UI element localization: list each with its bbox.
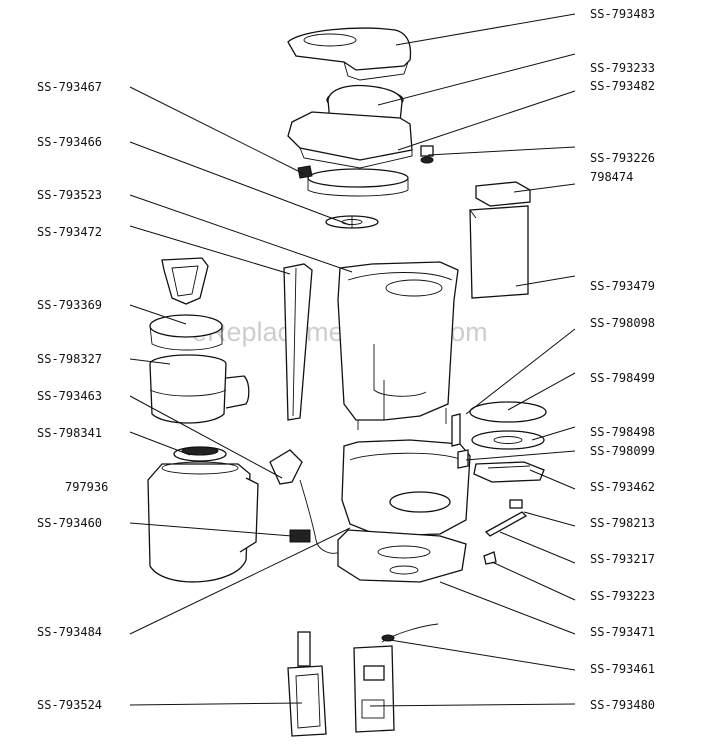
part-label: 798474	[590, 170, 633, 184]
part-label: SS-793479	[590, 279, 655, 293]
part-label: SS-793480	[590, 698, 655, 712]
part-label: SS-793369	[37, 298, 102, 312]
hot-plate-rings	[469, 401, 547, 483]
part-labels: SS-793483 SS-793233 SS-793482 SS-793467 …	[37, 7, 655, 712]
part-label: SS-798098	[590, 316, 655, 330]
part-label: SS-798213	[590, 516, 655, 530]
part-label: SS-798099	[590, 444, 655, 458]
filter-holder-ring	[149, 314, 223, 351]
part-label: SS-793523	[37, 188, 102, 202]
side-panel-strip	[283, 263, 313, 421]
part-label: SS-793467	[37, 80, 102, 94]
filter-holder	[149, 354, 250, 424]
valve-part	[420, 145, 434, 164]
part-label: 797936	[65, 480, 108, 494]
heating-wire	[381, 623, 439, 643]
leader-lines	[129, 13, 576, 707]
part-label: SS-793472	[37, 225, 102, 239]
part-label: SS-793466	[37, 135, 102, 149]
part-label: SS-793462	[590, 480, 655, 494]
switch-parts	[483, 499, 528, 565]
tubes	[451, 413, 469, 469]
frame-bracket	[287, 631, 327, 737]
part-label: SS-793471	[590, 625, 655, 639]
shower-head-assembly	[287, 84, 413, 197]
part-label: SS-793463	[37, 389, 102, 403]
carafe	[147, 461, 259, 583]
main-housing	[337, 261, 459, 430]
base-housing	[337, 439, 471, 583]
part-label: SS-793226	[590, 151, 655, 165]
filter-disk	[325, 215, 379, 229]
carafe-lid	[173, 446, 227, 462]
part-label: SS-798499	[590, 371, 655, 385]
top-lid-cover	[287, 27, 412, 81]
part-label: SS-798327	[37, 352, 102, 366]
part-label: SS-793460	[37, 516, 102, 530]
part-label: SS-793483	[590, 7, 655, 21]
part-label: SS-793524	[37, 698, 102, 712]
part-label: SS-793233	[590, 61, 655, 75]
water-tank	[469, 181, 531, 299]
part-label: SS-793461	[590, 662, 655, 676]
part-label: SS-793484	[37, 625, 102, 639]
part-label: SS-793482	[590, 79, 655, 93]
part-label: SS-793217	[590, 552, 655, 566]
filter-cone	[161, 257, 209, 305]
part-label: SS-798341	[37, 426, 102, 440]
part-label: SS-793223	[590, 589, 655, 603]
circuit-board	[353, 645, 395, 733]
part-label: SS-798498	[590, 425, 655, 439]
